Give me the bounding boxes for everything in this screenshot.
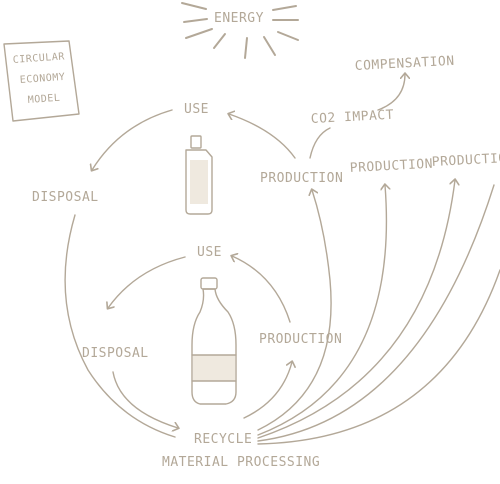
material-processing-label: MATERIAL PROCESSING: [162, 455, 320, 470]
energy-rays-icon: [181, 2, 299, 59]
outer-disposal-label: DISPOSAL: [32, 190, 99, 205]
large-bottle-icon: [191, 277, 237, 405]
inner-production-label: PRODUCTION: [259, 332, 342, 347]
model-box-line-3: MODEL: [27, 93, 60, 106]
outer-cycle-arrows: [64, 109, 332, 438]
outer-use-to-disposal-arrow: [92, 109, 173, 170]
inner-recycle-to-production-arrow: [243, 362, 292, 419]
small-bottle-icon: [185, 135, 213, 215]
energy-label: ENERGY: [214, 11, 264, 26]
recycle-label: RECYCLE: [194, 432, 252, 447]
outer-production-label: PRODUCTION: [260, 171, 343, 186]
co2-to-compensation-arrow: [377, 74, 405, 111]
production-to-co2-line: [309, 127, 331, 159]
outer-use-label: USE: [184, 102, 209, 117]
inner-cycle-arrows: [108, 256, 292, 428]
inner-disposal-label: DISPOSAL: [82, 346, 149, 361]
production-3-label: PRODUCTION: [431, 151, 500, 170]
inner-disposal-to-recycle-arrow: [112, 371, 178, 428]
compensation-label: COMPENSATION: [354, 54, 455, 74]
co2-impact-label: CO2 IMPACT: [310, 108, 394, 127]
model-box-line-2: ECONOMY: [19, 72, 65, 86]
outer-production-to-use-arrow: [229, 114, 296, 159]
model-box-line-1: CIRCULAR: [12, 51, 65, 66]
production-fan-lines: [257, 180, 500, 445]
inner-use-to-disposal-arrow: [108, 256, 186, 308]
fan-line-offpage: [257, 184, 495, 442]
model-box: CIRCULAR ECONOMY MODEL: [3, 40, 80, 122]
outer-recycle-to-production-arrow: [257, 190, 332, 431]
production-2-label: PRODUCTION: [349, 157, 433, 176]
outer-disposal-to-recycle-arrow: [64, 214, 176, 438]
fan-line-production-3: [257, 180, 455, 439]
fan-line-production-2: [257, 185, 386, 436]
inner-production-to-use-arrow: [232, 256, 291, 323]
fan-line-offpage-2: [257, 269, 500, 445]
impact-connectors: [309, 74, 405, 159]
inner-use-label: USE: [197, 245, 222, 260]
